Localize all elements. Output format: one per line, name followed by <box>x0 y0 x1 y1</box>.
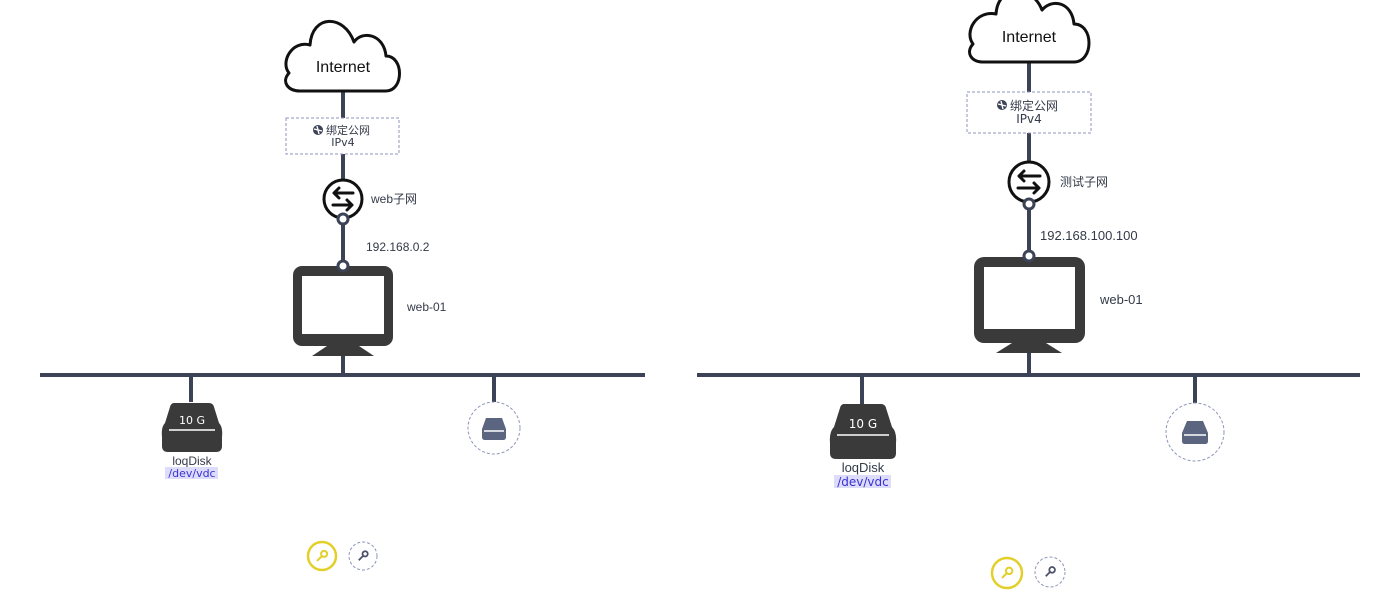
key-icon <box>358 550 369 561</box>
device-highlight <box>834 475 891 488</box>
device-highlight <box>165 467 218 479</box>
disk-name: loqDisk <box>842 460 885 475</box>
monitor-icon <box>293 266 393 356</box>
add-disk-button[interactable] <box>1165 402 1225 462</box>
subnet-node[interactable] <box>322 178 364 226</box>
port-dot <box>336 259 350 273</box>
topology-right: Internet 绑定公网 IPv4 测试子网 192.168.100.100 <box>697 0 1360 590</box>
topology-left: Internet 绑定公网 IPv4 web子网 192.168.0.2 <box>40 19 645 572</box>
internet-cloud[interactable]: Internet <box>284 19 401 93</box>
key-icon <box>316 549 329 562</box>
add-disk-button[interactable] <box>467 401 521 455</box>
keypair-active[interactable] <box>990 556 1024 590</box>
disk-icon <box>829 404 897 459</box>
link-lines <box>40 92 645 402</box>
eip-box[interactable]: 绑定公网 IPv4 <box>966 91 1092 134</box>
vm-node[interactable] <box>293 259 393 356</box>
disk-name: loqDisk <box>172 454 212 468</box>
link-lines <box>697 63 1360 404</box>
port-dot <box>336 212 350 226</box>
eip-ip-version: IPv4 <box>331 136 354 149</box>
vm-node[interactable] <box>974 249 1085 353</box>
port-dot <box>1022 197 1036 211</box>
data-disk[interactable]: 10 G <box>829 404 897 459</box>
internet-cloud[interactable]: Internet <box>968 0 1091 64</box>
disk-placeholder-icon <box>482 418 506 440</box>
router-arrows-icon <box>331 186 355 212</box>
disk-device: /dev/vdc <box>168 467 215 480</box>
globe-icon <box>313 125 323 135</box>
router-arrows-icon <box>1016 169 1042 195</box>
subnet-node[interactable] <box>1007 160 1051 211</box>
monitor-icon <box>974 257 1085 353</box>
ip-label: 192.168.0.2 <box>366 240 430 254</box>
disk-capacity: 10 G <box>849 417 877 431</box>
eip-ip-version: IPv4 <box>1016 112 1042 126</box>
keypair-active[interactable] <box>306 540 338 572</box>
disk-icon <box>161 403 223 452</box>
keypair-add[interactable] <box>348 541 378 571</box>
disk-device: /dev/vdc <box>837 475 889 489</box>
disk-capacity: 10 G <box>179 414 205 427</box>
port-dot <box>1022 249 1036 263</box>
subnet-label: 测试子网 <box>1060 174 1108 189</box>
data-disk[interactable]: 10 G <box>161 403 223 452</box>
eip-box[interactable]: 绑定公网 IPv4 <box>285 117 400 155</box>
cloud-icon <box>968 0 1091 64</box>
subnet-label: web子网 <box>370 192 417 206</box>
key-icon <box>1045 566 1056 577</box>
internet-label: Internet <box>316 59 371 76</box>
globe-icon <box>997 100 1007 110</box>
cloud-icon <box>284 19 401 93</box>
eip-label: 绑定公网 <box>326 123 370 137</box>
key-icon <box>1001 566 1014 579</box>
ip-label: 192.168.100.100 <box>1040 228 1138 243</box>
internet-label: Internet <box>1002 29 1057 46</box>
vm-label: web-01 <box>1099 292 1143 307</box>
keypair-add[interactable] <box>1034 556 1066 588</box>
disk-placeholder-icon <box>1182 421 1208 444</box>
vm-label: web-01 <box>406 300 447 314</box>
eip-label: 绑定公网 <box>1010 98 1058 113</box>
